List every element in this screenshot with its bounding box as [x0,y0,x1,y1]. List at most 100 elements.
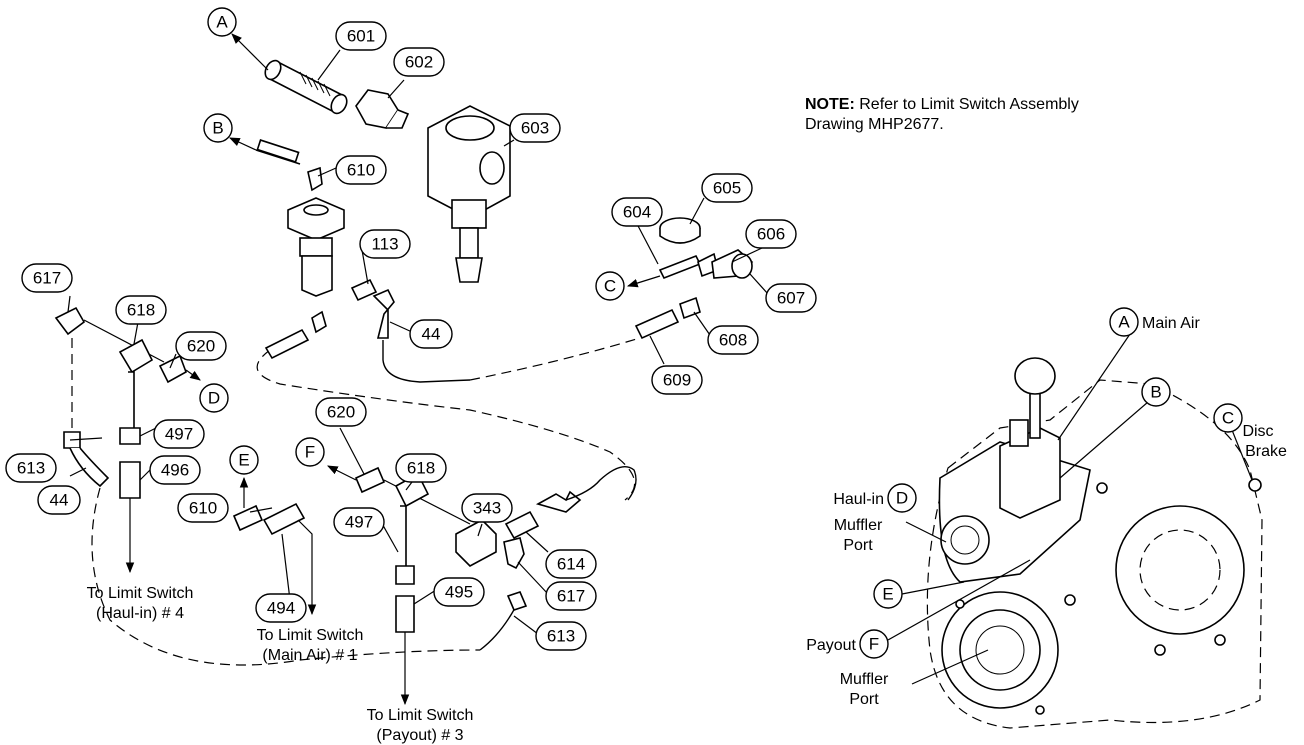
winch-port-circles: A B C D E F [859,307,1243,659]
arrow-A [231,33,269,71]
callout-leaders [67,49,769,635]
port-circle-F: F [295,437,325,467]
arrow-C [626,275,661,288]
callout-613-left: 613 [5,453,57,483]
hex-bushing-602 [355,89,410,129]
callout-495: 495 [433,577,485,607]
svg-text:604: 604 [623,203,651,222]
hose-routes [71,337,641,666]
note-label: NOTE: [805,96,855,113]
svg-text:A: A [216,13,228,32]
winch-port-D: D [887,483,917,513]
hose-613-right [479,607,516,651]
callout-620-center: 620 [315,397,367,427]
callout-610-top: 610 [335,155,387,185]
svg-text:602: 602 [405,53,433,72]
valve-knob [1014,357,1056,395]
callout-620-left: 620 [175,331,227,361]
winch-port-A: A [1109,307,1139,337]
svg-text:606: 606 [757,225,785,244]
payout-dest-line1: To Limit Switch [367,707,474,724]
svg-text:113: 113 [371,235,398,254]
svg-text:620: 620 [187,337,215,356]
callout-613-center: 613 [535,621,587,651]
regulator-assembly [255,139,345,360]
port-circle-E: E [229,445,259,475]
callout-617-center: 617 [545,581,597,611]
svg-text:620: 620 [327,403,355,422]
svg-text:496: 496 [161,461,189,480]
callout-610-center: 610 [177,493,229,523]
callout-113: 113 [359,229,411,259]
svg-text:605: 605 [713,179,741,198]
winch-port-B: B [1141,377,1171,407]
port-arrows [125,33,661,706]
callout-601: 601 [335,21,387,51]
arrow-B [229,137,257,151]
callout-602: 602 [393,47,445,77]
callout-609: 609 [651,365,703,395]
winch-leaders [887,333,1253,685]
svg-text:D: D [208,389,220,408]
winch-port-C: C [1213,403,1243,433]
callout-606: 606 [745,219,797,249]
label-haulin-muffler: Muffler [834,517,883,534]
note-text: Refer to Limit Switch Assembly Drawing M… [805,96,1079,133]
svg-text:494: 494 [267,599,295,618]
filter-603 [427,105,511,283]
svg-text:F: F [305,443,315,462]
label-haulin: Haul-in [833,491,884,508]
pipe-nipple-601 [264,59,348,115]
label-disc: Disc [1242,423,1273,440]
winch-port-E: E [873,579,903,609]
hose-44-upper-dashed [469,337,641,381]
hose-44-upper [382,340,471,383]
callout-607: 607 [765,283,817,313]
svg-text:610: 610 [189,499,217,518]
callout-497-center: 497 [333,507,385,537]
callout-44-left: 44 [37,485,81,515]
mainair-dest-line1: To Limit Switch [257,627,364,644]
callout-617-left: 617 [21,263,73,293]
part-callouts: 601 602 603 610 113 44 605 604 606 607 6… [5,21,817,651]
callout-496: 496 [149,455,201,485]
svg-text:C: C [1222,409,1234,428]
svg-text:497: 497 [165,425,193,444]
svg-text:E: E [238,451,249,470]
svg-text:617: 617 [33,269,61,288]
callout-618-center: 618 [395,453,447,483]
svg-text:618: 618 [127,301,155,320]
svg-text:495: 495 [445,583,473,602]
label-brake: Brake [1245,443,1287,460]
right-drum-face [1115,505,1245,635]
svg-text:609: 609 [663,371,691,390]
svg-text:608: 608 [719,331,747,350]
svg-text:610: 610 [347,161,375,180]
svg-text:607: 607 [777,289,805,308]
port-letter-circles: A B C D E F [199,7,625,475]
valve-block [999,427,1061,519]
fitting-113-group [350,278,395,339]
svg-text:613: 613 [547,627,575,646]
callout-343: 343 [461,493,513,523]
svg-text:497: 497 [345,513,373,532]
haulin-muffler-hub [940,515,990,565]
callout-605: 605 [701,173,753,203]
winch-labels: Main Air Disc Brake Haul-in Muffler Port… [806,315,1287,708]
callout-44-top: 44 [409,319,453,349]
label-haulin-port: Port [843,537,873,554]
callout-604: 604 [611,197,663,227]
hose-613-to-payout [91,487,481,666]
svg-text:B: B [212,119,223,138]
callout-603: 603 [509,113,561,143]
arrow-D [185,369,201,381]
disc-brake-port [1248,478,1262,492]
haulin-dest-line2: (Haul-in) # 4 [96,605,184,622]
payout-dest-line2: (Payout) # 3 [376,727,463,744]
svg-text:44: 44 [50,491,69,510]
callout-494: 494 [255,593,307,623]
svg-text:343: 343 [473,499,501,518]
port-circle-B: B [203,113,233,143]
svg-text:613: 613 [17,459,45,478]
svg-text:614: 614 [557,555,585,574]
